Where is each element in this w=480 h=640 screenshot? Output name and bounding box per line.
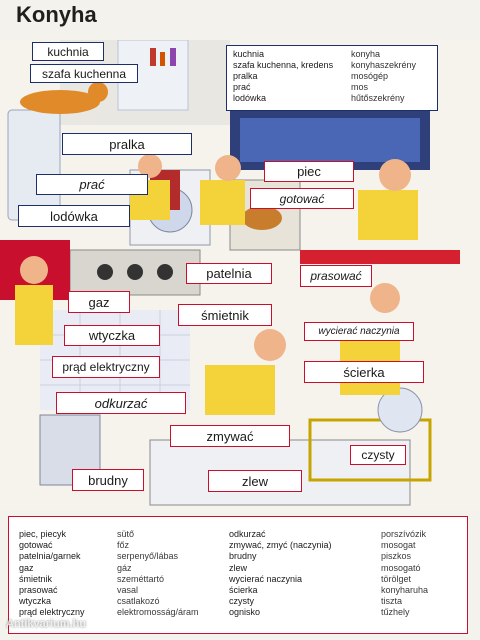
watermark: Antikvarium.hu <box>6 618 87 630</box>
vocab-col2-pl: odkurzać zmywać, zmyć (naczynia) brudny … <box>229 529 332 618</box>
label-wtyczka: wtyczka <box>64 325 160 346</box>
label-zmywac: zmywać <box>170 425 290 447</box>
label-czysty: czysty <box>350 445 406 465</box>
kitchen-illustration <box>0 40 480 510</box>
vocab-col2-hu: porszívózik mosogat piszkos mosogató tör… <box>381 529 429 618</box>
label-prad-elektryczny: prąd elektryczny <box>52 356 160 378</box>
label-smietnik: śmietnik <box>178 304 272 326</box>
label-odkurzac: odkurzać <box>56 392 186 414</box>
label-wycierac-naczynia: wycierać naczynia <box>304 322 414 341</box>
label-patelnia: patelnia <box>186 263 272 284</box>
label-zlew: zlew <box>208 470 302 492</box>
label-pralka: pralka <box>62 133 192 155</box>
page-title: Konyha <box>16 2 97 27</box>
label-prasowac: prasować <box>300 265 372 287</box>
label-brudny: brudny <box>72 469 144 491</box>
vocab-col1-hu: sütő főz serpenyő/lábas gáz szeméttartó … <box>117 529 199 618</box>
label-gaz: gaz <box>68 291 130 313</box>
label-kuchnia: kuchnia <box>32 42 104 61</box>
label-scierka: ścierka <box>304 361 424 383</box>
label-piec: piec <box>264 161 354 182</box>
label-prac: prać <box>36 174 148 195</box>
label-szafa-kuchenna: szafa kuchenna <box>30 64 138 83</box>
label-gotowac: gotować <box>250 188 354 209</box>
label-lodowka: lodówka <box>18 205 130 227</box>
vocab-col1-pl: piec, piecyk gotować patelnia/garnek gaz… <box>19 529 85 618</box>
vocabulary-box: piec, piecyk gotować patelnia/garnek gaz… <box>8 516 468 634</box>
